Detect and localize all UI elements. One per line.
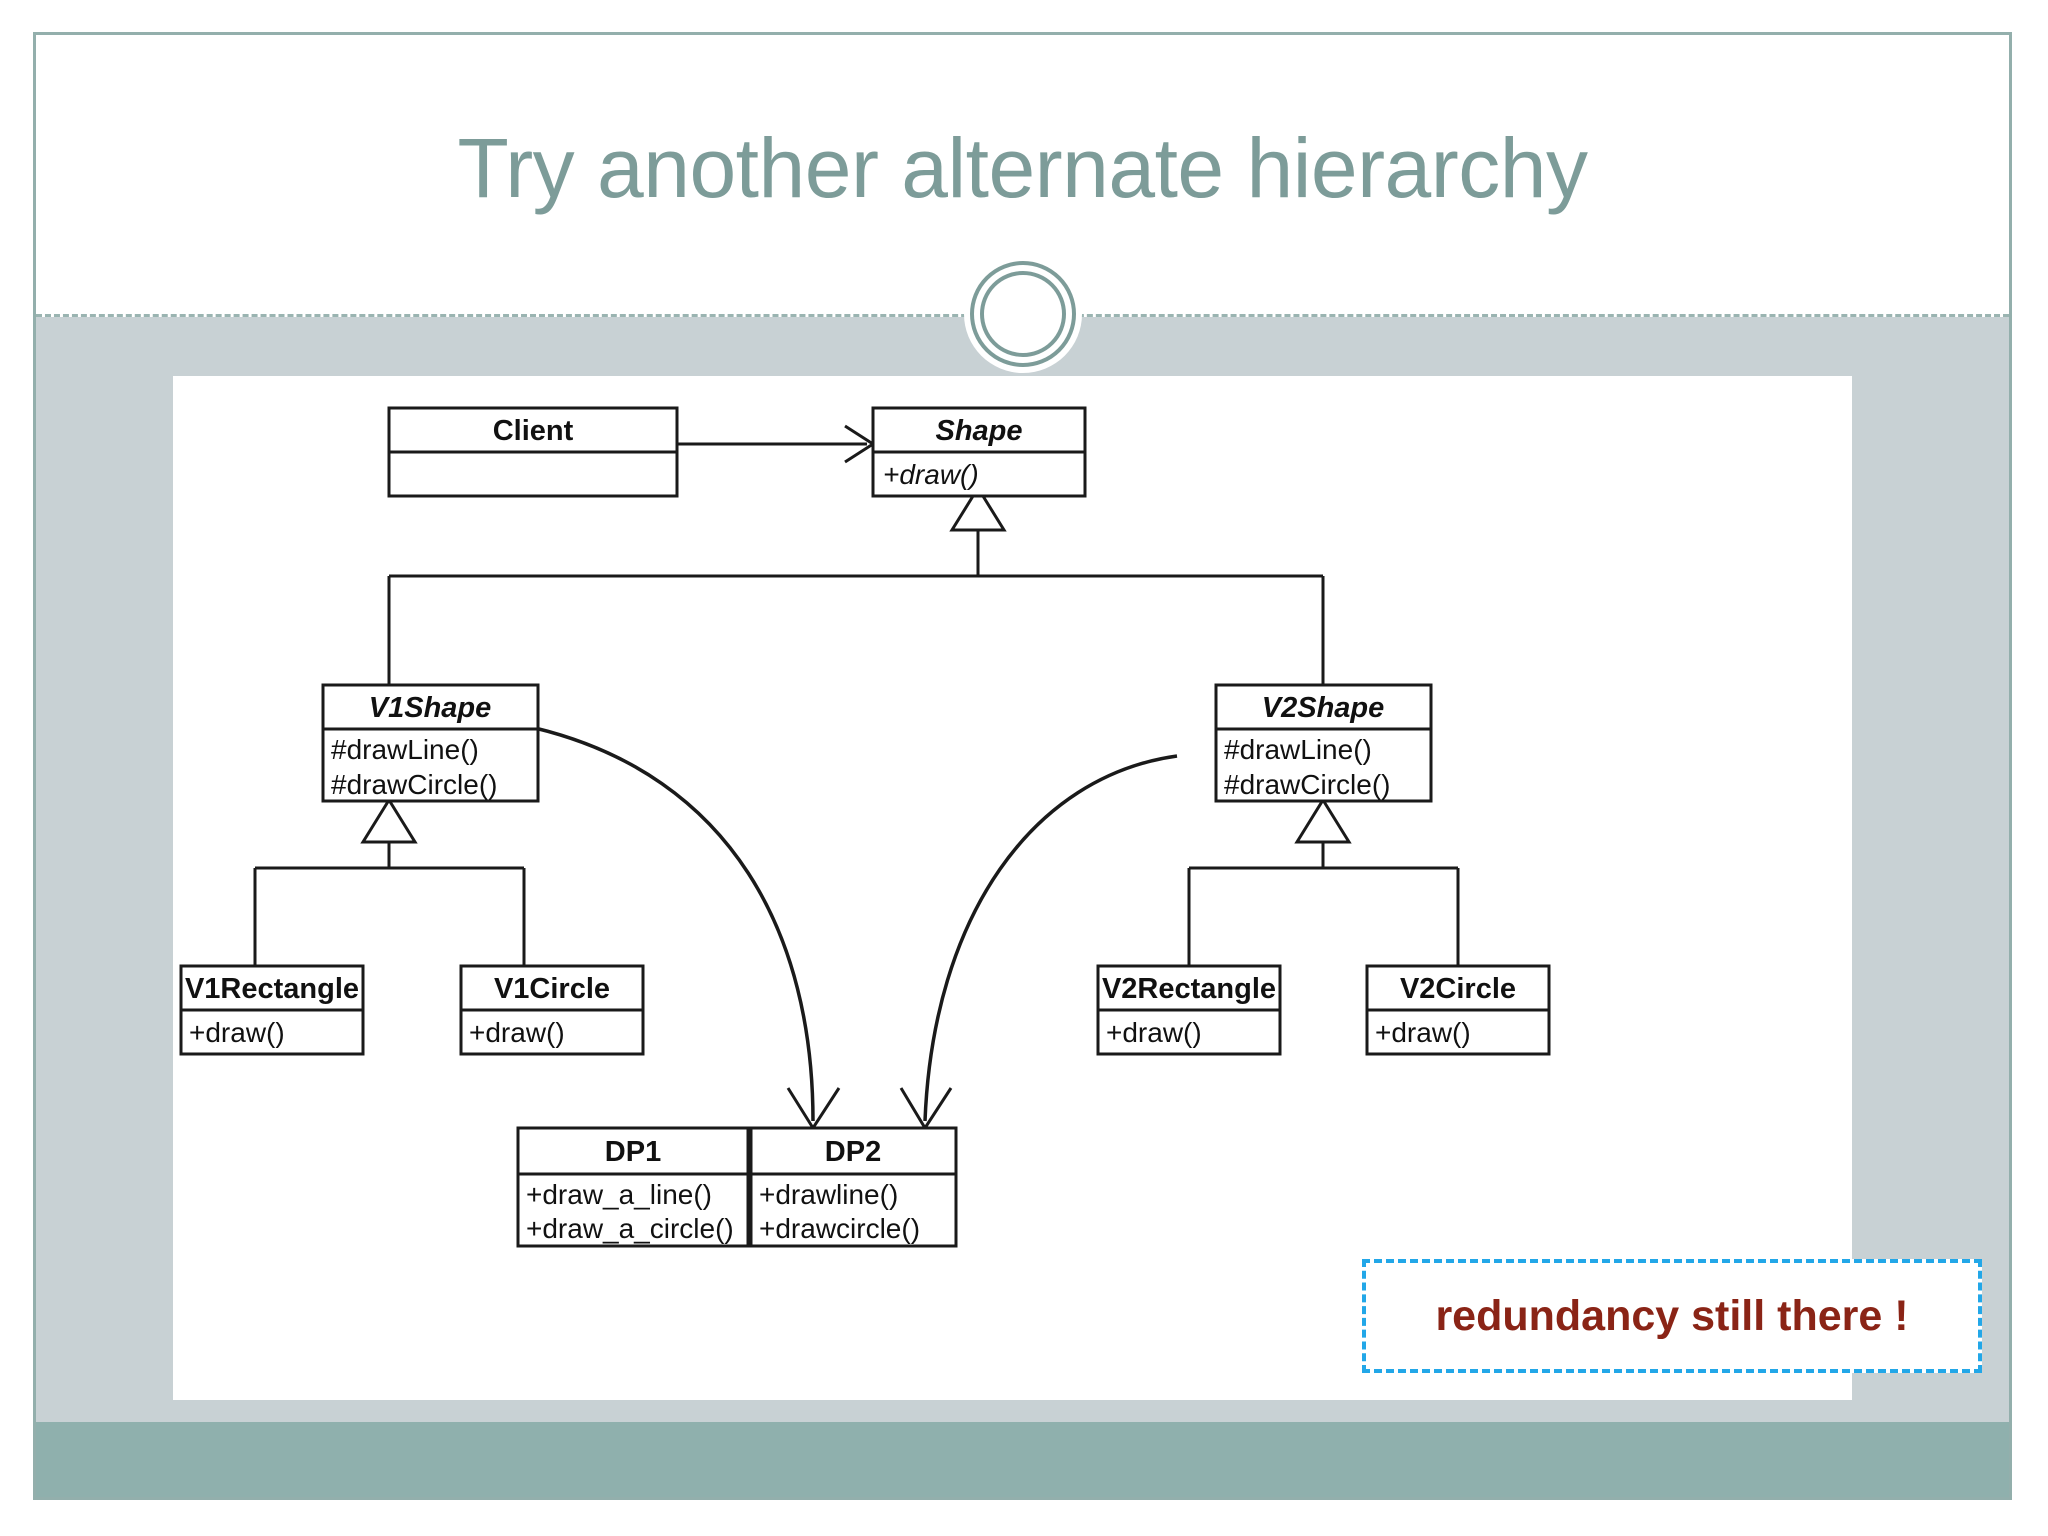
uml-class-v2circle[interactable]: V2Circle +draw() <box>1365 964 1551 1056</box>
uml-class-v2circle-title: V2Circle <box>1400 973 1516 1005</box>
page-title: Try another alternate hierarchy <box>457 121 1588 215</box>
divider-circle-icon <box>963 255 1082 373</box>
uml-class-v2shape[interactable]: V2Shape #drawLine() #drawCircle() <box>1214 683 1433 803</box>
relation-generalization-shape <box>387 485 1325 685</box>
uml-class-v1shape-title: V1Shape <box>369 692 492 724</box>
uml-class-shape-member-0: +draw() <box>883 459 979 490</box>
uml-class-v1circle[interactable]: V1Circle +draw() <box>459 964 645 1056</box>
uml-diagram-svg: Shape association --> <box>179 406 1551 1248</box>
uml-class-v1shape-member-1: #drawCircle() <box>331 769 497 800</box>
uml-class-v2rectangle-member-0: +draw() <box>1106 1017 1202 1048</box>
uml-class-v1shape-member-0: #drawLine() <box>331 734 479 765</box>
uml-class-v1circle-member-0: +draw() <box>469 1017 565 1048</box>
relation-client-to-shape <box>677 424 876 464</box>
uml-class-v2shape-member-1: #drawCircle() <box>1224 769 1390 800</box>
uml-class-v1circle-title: V1Circle <box>494 973 610 1005</box>
emblem-outer-ring <box>969 261 1076 367</box>
uml-class-v2shape-member-0: #drawLine() <box>1224 734 1372 765</box>
uml-class-dp2[interactable]: DP2 +drawline() +drawcircle() <box>749 1126 958 1248</box>
uml-diagram-panel: Shape association --> <box>173 376 1852 1400</box>
uml-class-v1rectangle[interactable]: V1Rectangle +draw() <box>179 964 365 1056</box>
uml-class-dp1-member-0: +draw_a_line() <box>526 1179 712 1210</box>
emblem-inner-ring <box>979 271 1066 357</box>
relation-generalization-v2shape <box>1187 797 1460 966</box>
footer-band <box>36 1422 2009 1497</box>
relation-generalization-v1shape <box>253 797 526 966</box>
relation-v2shape-to-dp2 <box>899 754 1178 1131</box>
uml-class-dp1-member-1: +draw_a_circle() <box>526 1213 734 1244</box>
uml-class-client-title: Client <box>493 415 574 447</box>
uml-class-v1rectangle-member-0: +draw() <box>189 1017 285 1048</box>
uml-class-dp1[interactable]: DP1 +draw_a_line() +draw_a_circle() <box>516 1126 750 1248</box>
uml-class-v2rectangle[interactable]: V2Rectangle +draw() <box>1096 964 1282 1056</box>
uml-class-dp2-member-0: +drawline() <box>759 1179 898 1210</box>
uml-class-v1shape[interactable]: V1Shape #drawLine() #drawCircle() <box>321 683 540 803</box>
uml-class-shape[interactable]: Shape +draw() <box>871 406 1087 498</box>
uml-class-v2shape-title: V2Shape <box>1262 692 1385 724</box>
relation-v1shape-to-dp1 <box>534 726 841 1131</box>
uml-class-v2circle-member-0: +draw() <box>1375 1017 1471 1048</box>
uml-class-dp1-title: DP1 <box>605 1136 661 1168</box>
annotation-callout: redundancy still there ! <box>1362 1259 1982 1373</box>
annotation-text: redundancy still there ! <box>1435 1291 1909 1340</box>
uml-class-v1rectangle-title: V1Rectangle <box>185 973 359 1005</box>
slide-canvas: Try another alternate hierarchy Shape as… <box>33 32 2012 1500</box>
uml-class-client[interactable]: Client <box>387 406 679 498</box>
uml-class-dp2-member-1: +drawcircle() <box>759 1213 920 1244</box>
uml-class-dp2-title: DP2 <box>825 1136 881 1168</box>
uml-class-v2rectangle-title: V2Rectangle <box>1102 973 1276 1005</box>
uml-class-shape-title: Shape <box>935 415 1022 447</box>
